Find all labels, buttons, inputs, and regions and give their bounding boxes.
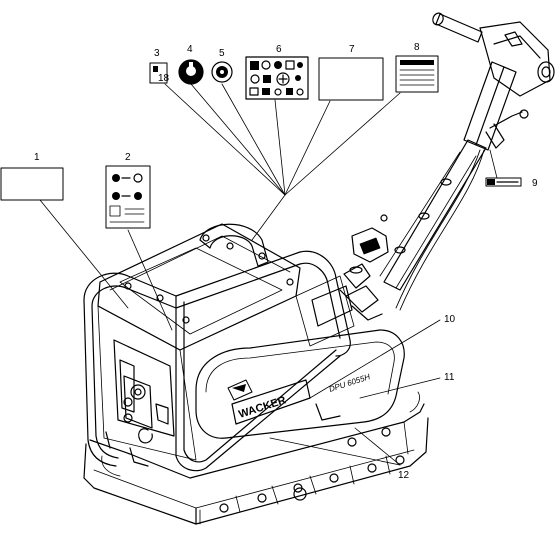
model-number-text: DPU 6055H [328,372,372,394]
callout-6: 6 [276,44,282,55]
compactor-body: WACKER DPU 6055H [83,223,429,525]
leader-lines [39,83,498,466]
callout-labels: 1 2 3 4 5 6 7 8 9 10 11 12 [34,42,538,481]
callout-4: 4 [187,44,193,55]
decal-7 [318,57,384,101]
callout-7: 7 [349,44,355,55]
decal-9 [485,177,522,187]
decal-8 [395,55,439,93]
decal-5 [211,61,233,83]
decal-4 [178,59,204,85]
brand-logo-text: WACKER [237,394,287,421]
handle-assembly [339,12,555,321]
callout-5: 5 [219,48,225,59]
decal-6 [245,56,309,100]
callout-9: 9 [532,178,538,189]
decal-3: 18 [149,62,170,84]
callout-1: 1 [34,152,40,163]
decal-3-text: 18 [158,73,170,84]
callout-12: 12 [398,470,410,481]
callout-8: 8 [414,42,420,53]
decal-2 [105,165,151,229]
callout-2: 2 [125,152,131,163]
callout-11: 11 [444,372,455,383]
callout-3: 3 [154,48,160,59]
callout-10: 10 [444,314,456,325]
decal-1 [0,167,64,201]
